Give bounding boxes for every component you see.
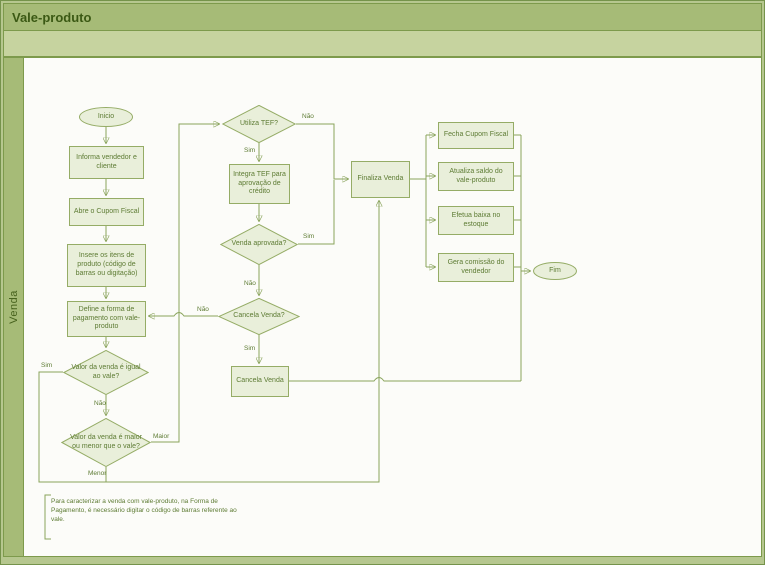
phase-band — [3, 31, 762, 57]
diamond-shape — [220, 224, 298, 265]
decision-label: Cancela Venda? — [233, 312, 285, 320]
edge-label-tef-sim: Sim — [244, 147, 256, 154]
decision-label: Valor da venda é igual ao vale? — [71, 363, 141, 380]
node-cancela-venda: Cancela Venda — [231, 366, 289, 397]
note-annotation: Para caracterizar a venda com vale-produ… — [51, 498, 237, 524]
edge-label-cancela-sim: Sim — [244, 345, 256, 352]
swimlane-label: Venda — [7, 290, 20, 324]
edge-label-aprovada-nao: Não — [244, 280, 256, 287]
edge-label-menor: Menor — [88, 470, 107, 477]
diamond-shape — [222, 105, 296, 143]
edge-label-maior: Maior — [153, 433, 170, 440]
node-valor-maior-menor-decision: Valor da venda é maior ou menor que o va… — [61, 418, 151, 467]
node-fecha-cupom: Fecha Cupom Fiscal — [438, 122, 514, 149]
node-atualiza-saldo: Atualiza saldo do vale-produto — [438, 162, 514, 191]
node-efetua-baixa: Efetua baixa no estoque — [438, 206, 514, 235]
edge-label-aprovada-sim: Sim — [303, 233, 315, 240]
node-inicio: Inicio — [79, 107, 133, 127]
swimlane-label-strip: Venda — [4, 58, 24, 556]
node-fim: Fim — [533, 262, 577, 280]
diamond-shape — [218, 298, 300, 335]
node-insere-itens: Insere os itens de produto (código de ba… — [67, 244, 146, 287]
edge-label-tef-nao: Não — [302, 113, 314, 120]
node-valor-igual-decision: Valor da venda é igual ao vale? — [63, 350, 149, 395]
node-integra-tef: Integra TEF para aprovação de crédito — [229, 164, 290, 204]
node-abre-cupom: Abre o Cupom Fiscal — [69, 198, 144, 226]
node-cancela-venda-decision: Cancela Venda? — [218, 298, 300, 335]
node-define-pagamento: Define a forma de pagamento com vale-pro… — [67, 301, 146, 337]
decision-label: Utiliza TEF? — [240, 119, 278, 127]
page-title: Vale-produto — [12, 9, 92, 25]
diagram-title-bar: Vale-produto — [3, 3, 762, 31]
diamond-shape — [63, 350, 149, 395]
diamond-shape — [61, 418, 151, 467]
node-venda-aprovada-decision: Venda aprovada? — [220, 224, 298, 265]
edge-label-igual-nao: Não — [94, 400, 106, 407]
edge-label-igual-sim: Sim — [41, 362, 53, 369]
decision-label: Venda aprovada? — [231, 240, 287, 248]
node-utiliza-tef-decision: Utiliza TEF? — [222, 105, 296, 143]
decision-label: Valor da venda é maior ou menor que o va… — [70, 433, 142, 450]
node-finaliza-venda: Finaliza Venda — [351, 161, 410, 198]
node-gera-comissao: Gera comissão do vendedor — [438, 253, 514, 282]
node-informa-vendedor: Informa vendedor e cliente — [69, 146, 144, 179]
edge-label-cancela-nao: Não — [197, 306, 209, 313]
